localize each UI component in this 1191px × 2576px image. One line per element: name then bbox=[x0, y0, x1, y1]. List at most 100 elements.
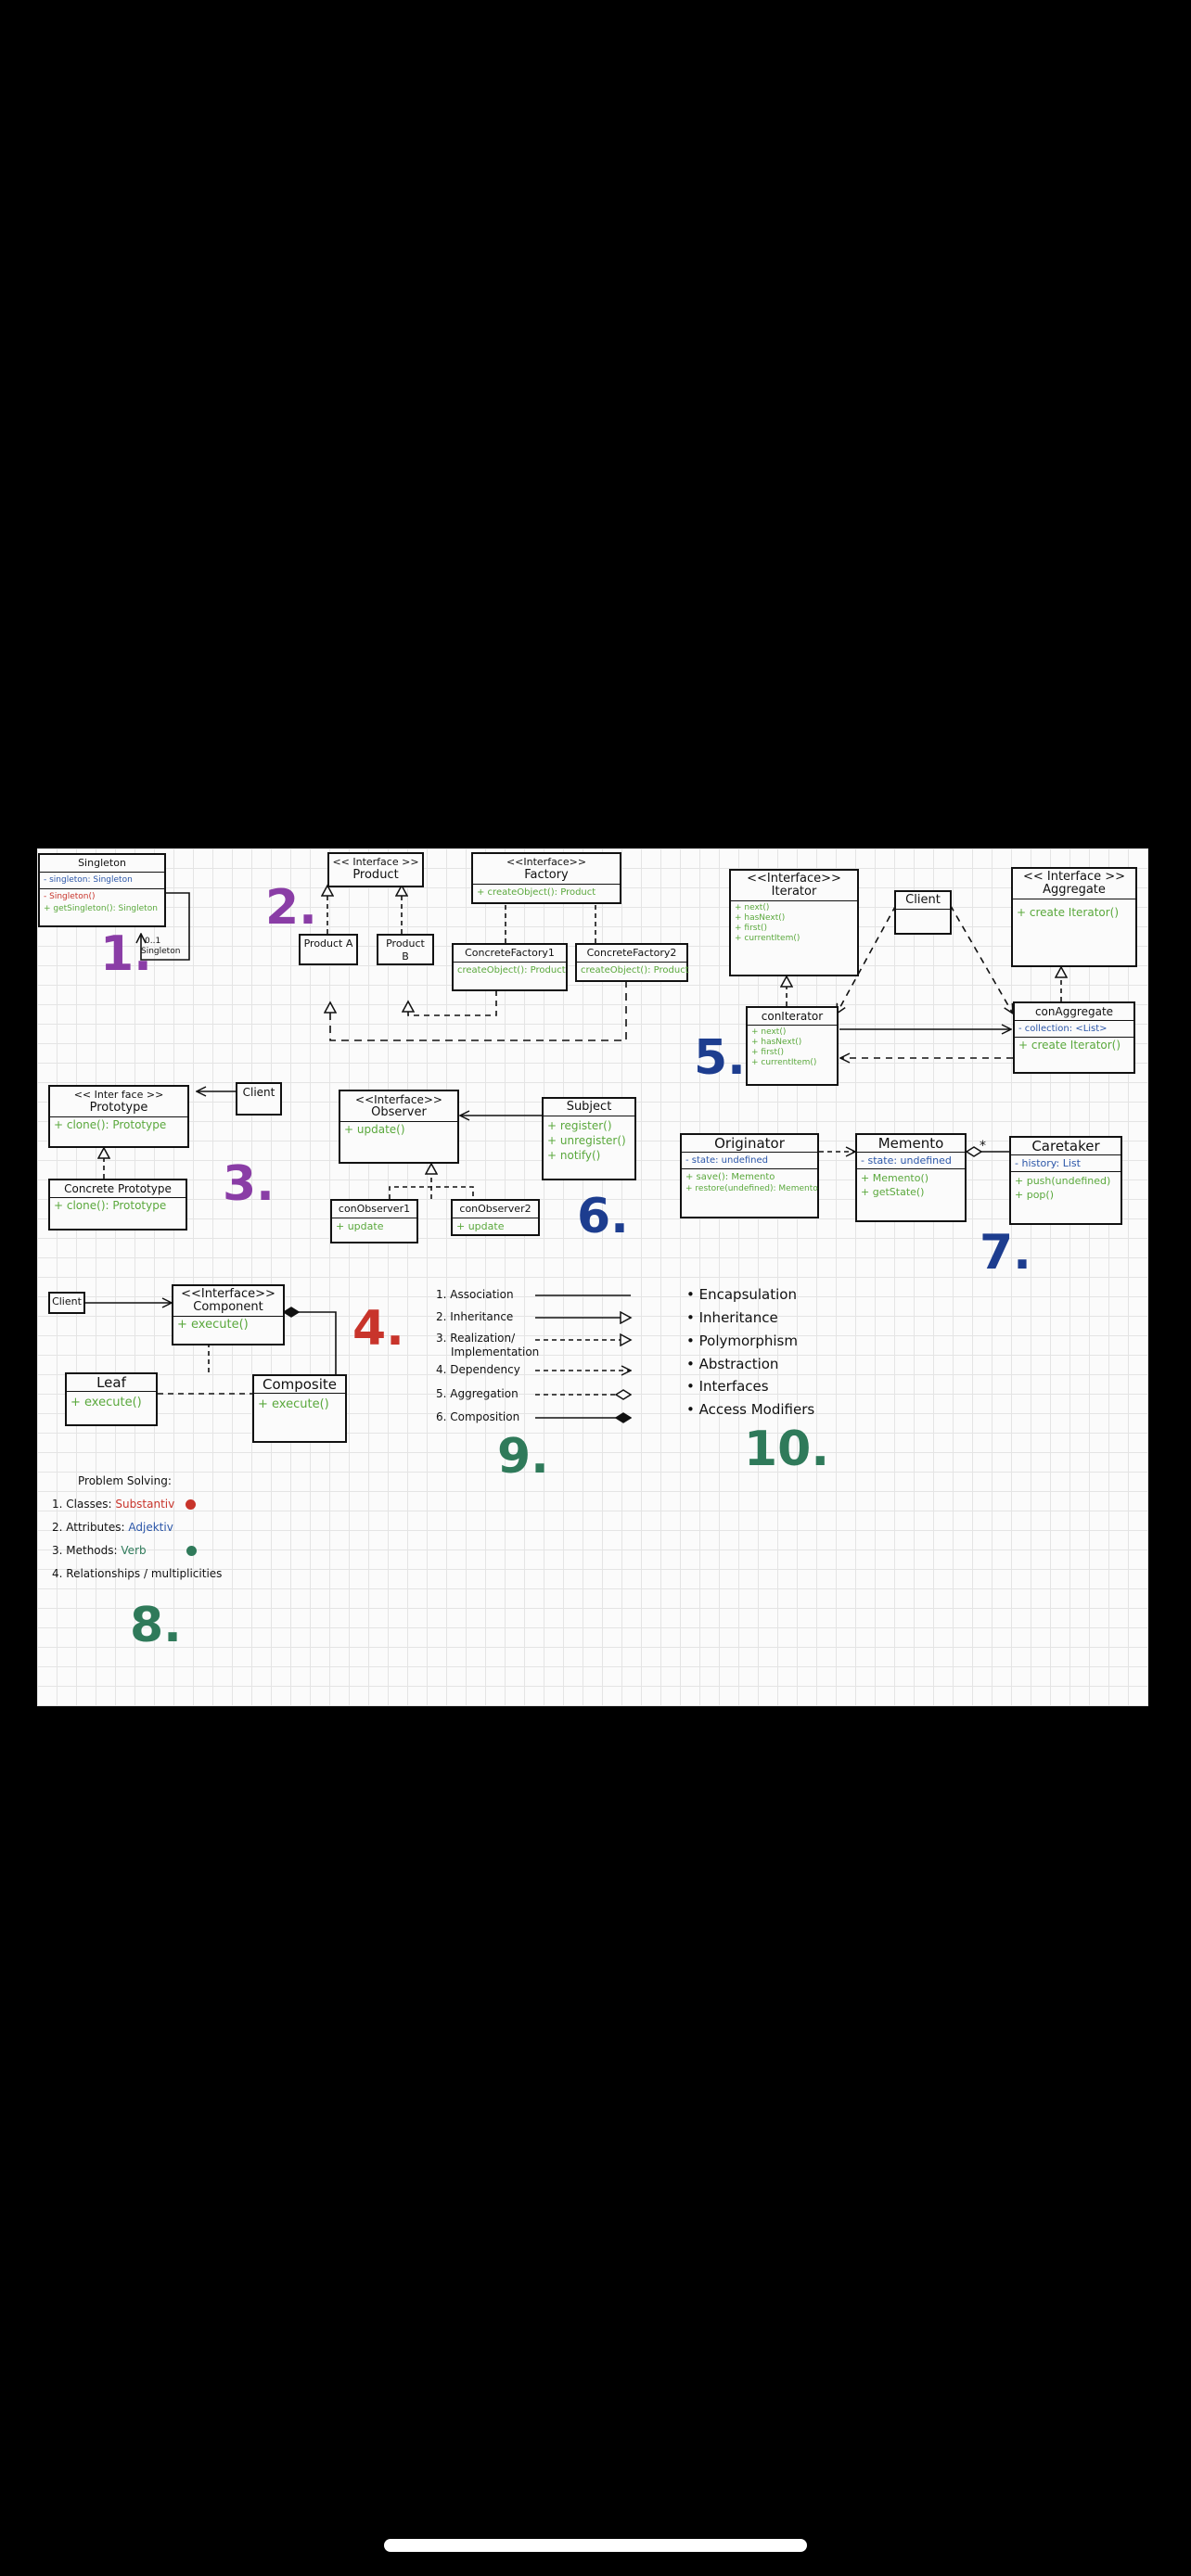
section-number-8: 8. bbox=[130, 1598, 182, 1653]
problem-solving-item-3: 3. Methods: Verb bbox=[52, 1544, 198, 1557]
originator-class: Originator - state: undefined + save(): … bbox=[680, 1133, 819, 1218]
singleton-attr: - singleton: Singleton bbox=[44, 875, 133, 885]
memento-class: Memento - state: undefined + Memento() +… bbox=[855, 1133, 967, 1222]
principle-abstraction-label: Abstraction bbox=[698, 1356, 779, 1372]
principle-interfaces-label: Interfaces bbox=[698, 1378, 769, 1395]
legend-inheritance: 2. Inheritance bbox=[436, 1310, 514, 1323]
caretaker-multiplicity: * bbox=[980, 1139, 986, 1154]
observer-stereotype: <<Interface>> bbox=[355, 1093, 442, 1106]
iterator-name: Iterator bbox=[771, 885, 817, 899]
principle-access-modifiers: • Access Modifiers bbox=[686, 1401, 815, 1418]
conobserver1-class: conObserver1 + update bbox=[330, 1199, 418, 1243]
composite-component-composition bbox=[284, 1312, 337, 1374]
iterator-interface: <<Interface>> Iterator + next() + hasNex… bbox=[729, 869, 859, 976]
concrete-prototype-method: + clone(): Prototype bbox=[54, 1199, 167, 1212]
prototype-interface: << Inter face >> Prototype + clone(): Pr… bbox=[48, 1085, 189, 1148]
observer-realization-branch bbox=[389, 1186, 474, 1199]
singleton-name: Singleton bbox=[78, 857, 126, 869]
section-number-9: 9. bbox=[497, 1429, 549, 1485]
legend-realization-sub: Implementation bbox=[451, 1345, 540, 1358]
coniterator-method-next: + next() bbox=[751, 1027, 787, 1037]
caretaker-attr: - history: List bbox=[1015, 1157, 1081, 1169]
iterator-stereotype: <<Interface>> bbox=[747, 872, 841, 886]
observer-interface: <<Interface>> Observer + update() bbox=[339, 1090, 459, 1164]
memento-attr: - state: undefined bbox=[861, 1154, 952, 1167]
cf2-method: createObject(): Product bbox=[581, 965, 689, 976]
iterator-client: Client bbox=[894, 890, 952, 935]
iterator-method-first: + first() bbox=[735, 924, 768, 933]
cf2-to-producta bbox=[330, 980, 627, 1041]
whiteboard-sheet: Singleton - singleton: Singleton - Singl… bbox=[37, 848, 1148, 1706]
iterator-client-name: Client bbox=[896, 892, 950, 910]
principle-abstraction: • Abstraction bbox=[686, 1356, 779, 1372]
prototype-client: Client bbox=[236, 1082, 282, 1116]
principle-polymorphism-label: Polymorphism bbox=[698, 1333, 798, 1349]
composite-class: Composite + execute() bbox=[252, 1374, 347, 1443]
concretefactory1-class: ConcreteFactory1 createObject(): Product bbox=[452, 943, 568, 991]
leaf-method: + execute() bbox=[70, 1396, 142, 1409]
iterator-method-next: + next() bbox=[735, 903, 770, 912]
principle-access-modifiers-label: Access Modifiers bbox=[698, 1401, 815, 1418]
leaf-class: Leaf + execute() bbox=[65, 1372, 158, 1426]
conobserver2-name: conObserver2 bbox=[453, 1201, 538, 1218]
memento-method-ctor: + Memento() bbox=[861, 1172, 929, 1184]
coniterator-method-first: + first() bbox=[751, 1048, 785, 1057]
coniterator-name: conIterator bbox=[748, 1008, 837, 1026]
aggregate-stereotype: << Interface >> bbox=[1022, 870, 1126, 884]
client-iterator-dependency bbox=[837, 894, 903, 1014]
principle-inheritance: • Inheritance bbox=[686, 1309, 778, 1326]
home-indicator[interactable] bbox=[384, 2539, 807, 2552]
conaggregate-name: conAggregate bbox=[1015, 1003, 1133, 1021]
prototype-stereotype: << Inter face >> bbox=[73, 1089, 164, 1101]
subject-class: Subject + register() + unregister() + no… bbox=[542, 1097, 636, 1180]
ps-item-4-prefix: 4. Relationships / multiplicities bbox=[52, 1567, 223, 1580]
prototype-method: + clone(): Prototype bbox=[54, 1118, 167, 1131]
ps-item-1-value: Substantiv bbox=[115, 1498, 175, 1511]
section-number-6: 6. bbox=[577, 1189, 629, 1244]
ps-item-1-prefix: 1. Classes: bbox=[52, 1498, 112, 1511]
product-interface: << Interface >> Product bbox=[327, 852, 424, 887]
productb-name: Product B bbox=[386, 937, 425, 963]
concrete-prototype-name: Concrete Prototype bbox=[50, 1180, 186, 1198]
conobserver2-method: + update bbox=[456, 1220, 505, 1232]
component-stereotype: <<Interface>> bbox=[181, 1287, 275, 1301]
principle-encapsulation-label: Encapsulation bbox=[698, 1286, 797, 1303]
observer-name: Observer bbox=[371, 1105, 427, 1119]
factory-name: Factory bbox=[524, 868, 569, 882]
legend-composition: 6. Composition bbox=[436, 1410, 520, 1423]
legend-dependency: 4. Dependency bbox=[436, 1363, 520, 1376]
singleton-self-label: Singleton bbox=[141, 947, 181, 956]
problem-solving-title: Problem Solving: bbox=[78, 1474, 172, 1487]
memento-name: Memento bbox=[857, 1135, 965, 1153]
observer-method: + update() bbox=[344, 1123, 405, 1136]
composite-name: Composite bbox=[254, 1376, 345, 1394]
aggregate-interface: << Interface >> Aggregate + create Itera… bbox=[1011, 867, 1137, 967]
productb-class: Product B bbox=[377, 934, 434, 965]
ps-item-3-prefix: 3. Methods: bbox=[52, 1544, 118, 1557]
conobserver1-method: + update bbox=[336, 1220, 384, 1232]
problem-solving-item-4: 4. Relationships / multiplicities bbox=[52, 1567, 222, 1580]
coniterator-method-currentitem: + currentItem() bbox=[751, 1058, 817, 1067]
green-dot-icon bbox=[186, 1546, 198, 1556]
conaggregate-attr: - collection: <List> bbox=[1018, 1024, 1108, 1034]
aggregate-name: Aggregate bbox=[1043, 883, 1106, 897]
section-number-5: 5. bbox=[694, 1030, 746, 1086]
prototype-client-name: Client bbox=[242, 1086, 275, 1099]
subject-name: Subject bbox=[544, 1099, 634, 1116]
caretaker-name: Caretaker bbox=[1011, 1138, 1121, 1155]
cf1-name: ConcreteFactory1 bbox=[454, 945, 566, 963]
conaggregate-method: + create Iterator() bbox=[1018, 1039, 1121, 1052]
memento-method-getstate: + getState() bbox=[861, 1186, 925, 1198]
product-name: Product bbox=[352, 868, 399, 882]
concretefactory2-class: ConcreteFactory2 createObject(): Product bbox=[575, 943, 689, 982]
problem-solving-item-1: 1. Classes: Substantiv bbox=[52, 1498, 197, 1511]
caretaker-class: Caretaker - history: List + push(undefin… bbox=[1009, 1136, 1122, 1225]
section-number-7: 7. bbox=[980, 1225, 1031, 1281]
factory-interface: <<Interface>> Factory + createObject(): … bbox=[471, 852, 621, 904]
caretaker-method-push: + push(undefined) bbox=[1015, 1175, 1111, 1187]
composite-method: + execute() bbox=[258, 1397, 329, 1411]
caretaker-method-pop: + pop() bbox=[1015, 1189, 1054, 1201]
section-number-10: 10. bbox=[744, 1422, 830, 1477]
originator-method-restore: + restore(undefined): Memento bbox=[685, 1184, 818, 1193]
originator-method-save: + save(): Memento bbox=[685, 1172, 775, 1182]
